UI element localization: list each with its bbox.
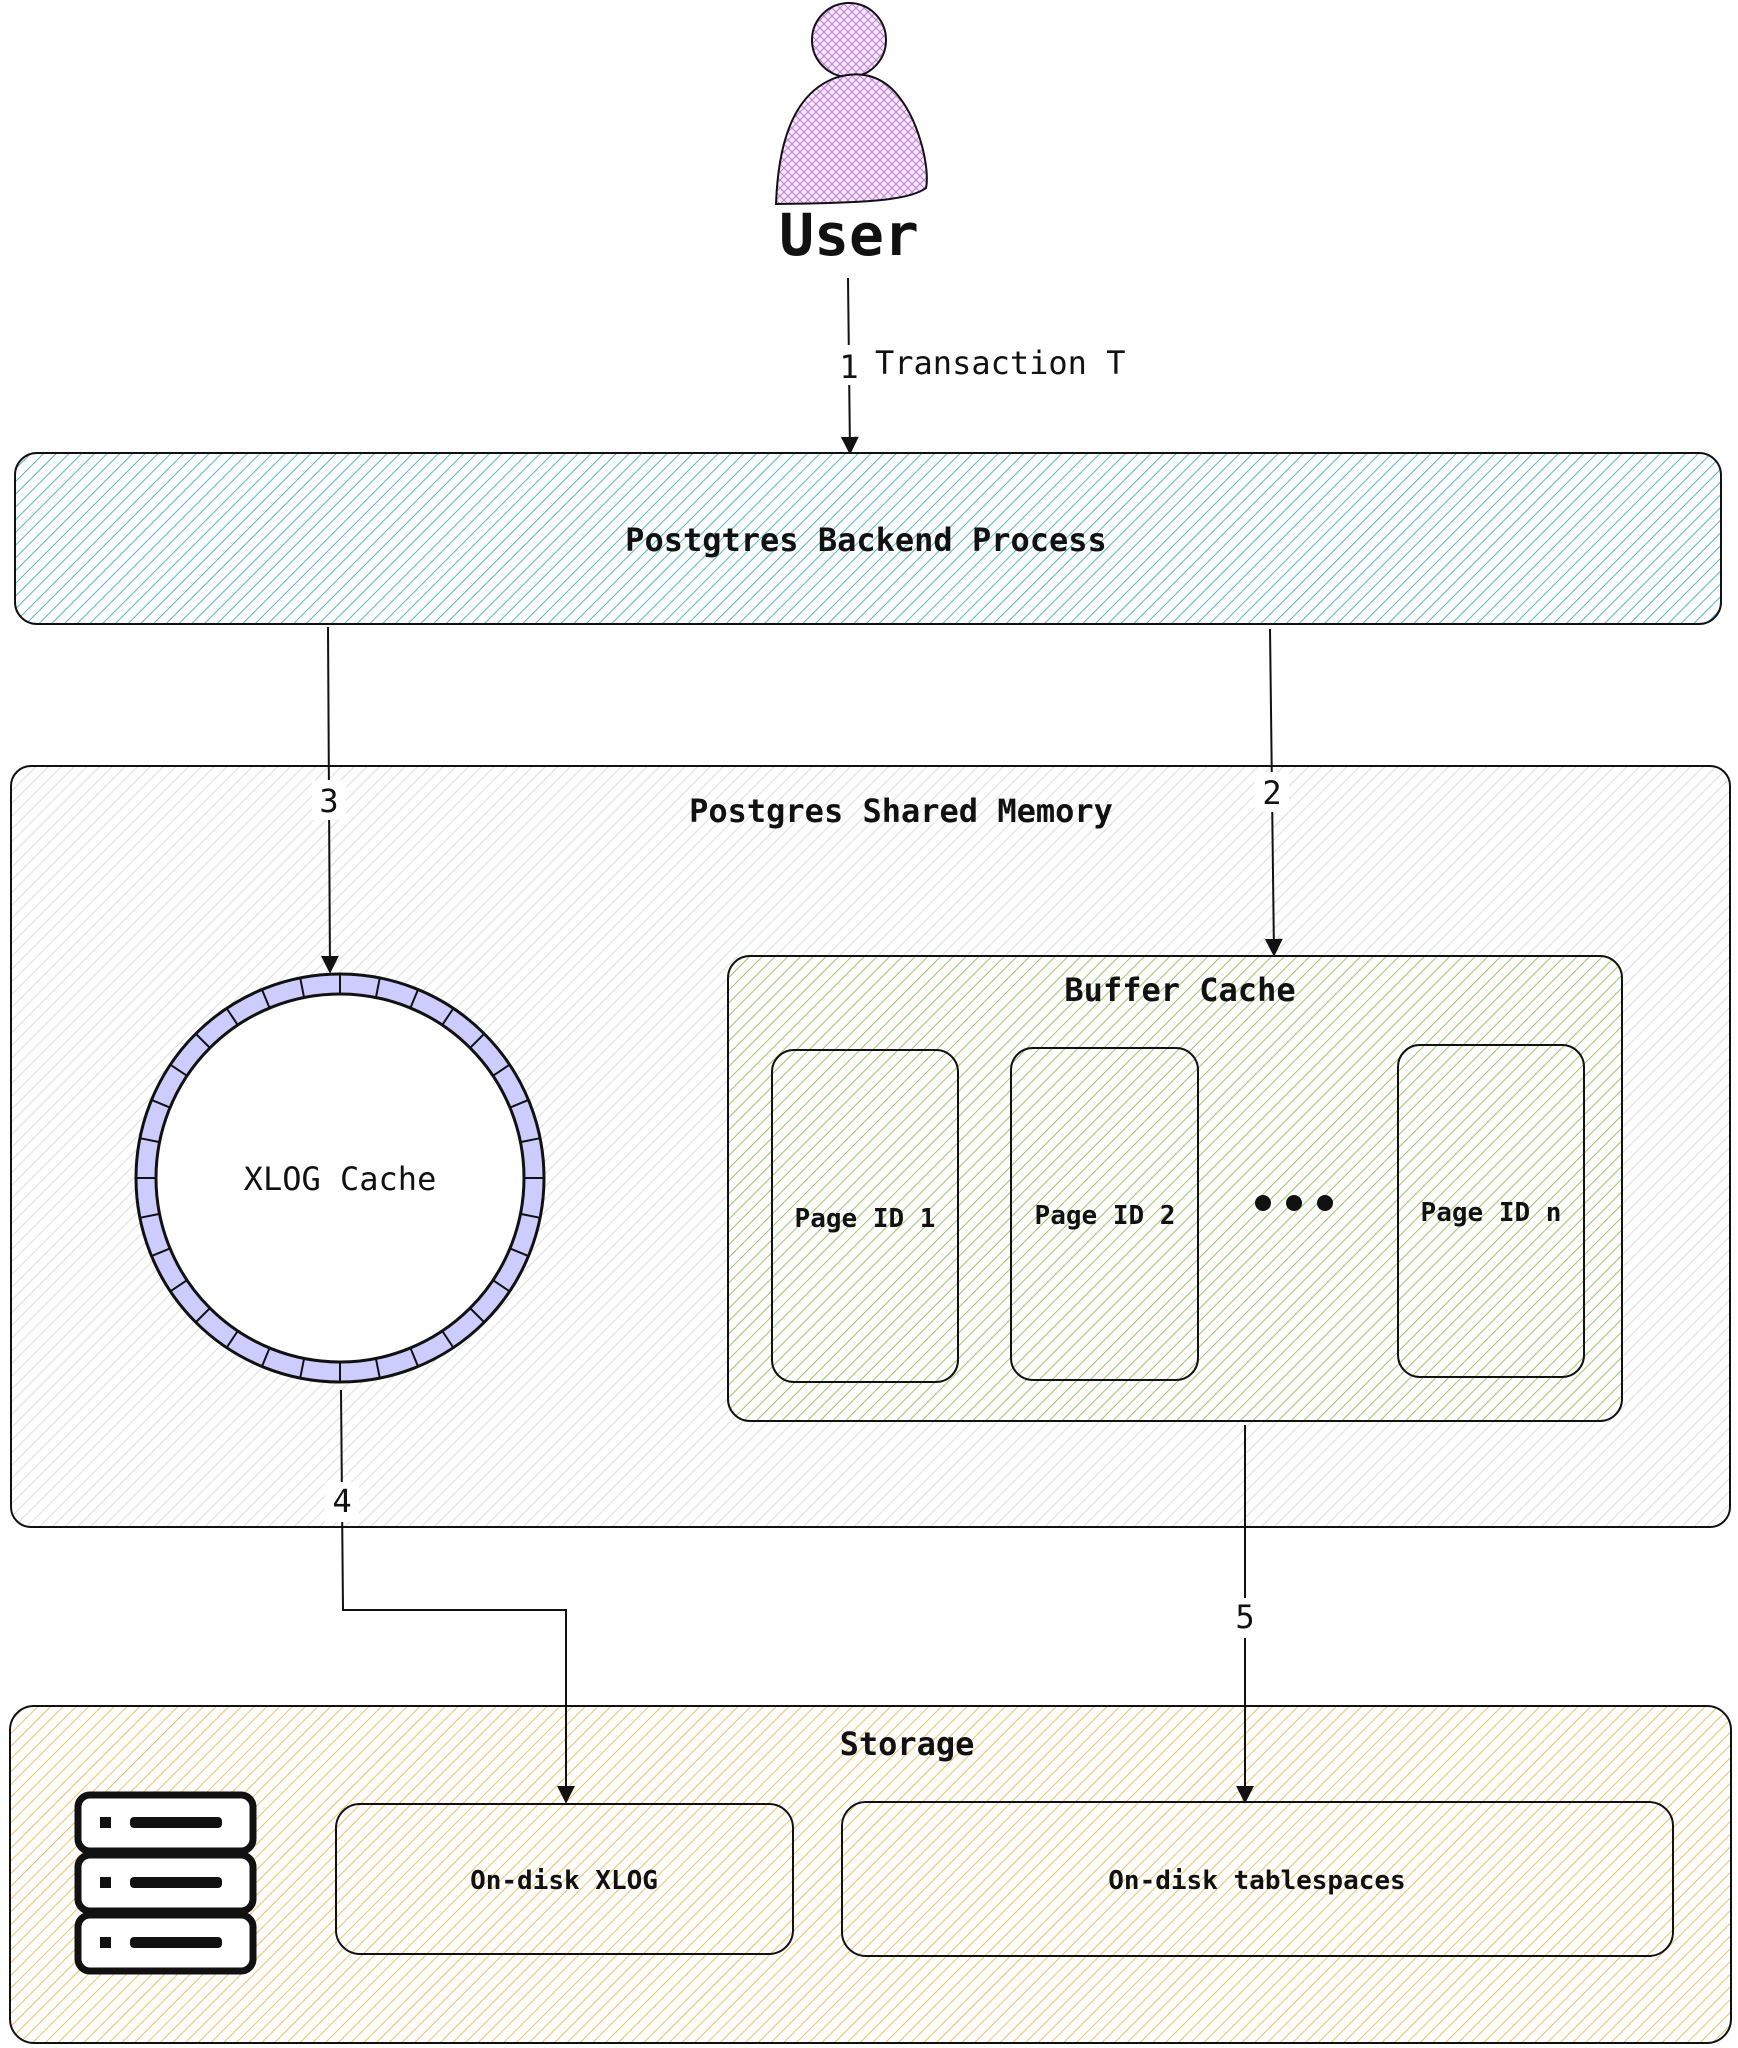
page-box-2: Page ID 2 bbox=[1010, 1047, 1199, 1381]
user-node: User bbox=[774, 2, 928, 269]
edge-1-label: Transaction T bbox=[875, 344, 1125, 382]
page-box-1-label: Page ID 1 bbox=[795, 1204, 936, 1234]
edge-4-step: 4 bbox=[332, 1482, 351, 1520]
xlog-cache-segment-divider bbox=[409, 989, 419, 1009]
on-disk-tablespaces-box: On-disk tablespaces bbox=[841, 1801, 1674, 1957]
on-disk-tablespaces-label: On-disk tablespaces bbox=[1108, 1866, 1405, 1896]
edge-5: 5 bbox=[1228, 1425, 1262, 1804]
ellipsis-icon bbox=[1255, 1195, 1333, 1211]
edge-4: 4 bbox=[325, 1389, 575, 1804]
edge-3: 3 bbox=[312, 626, 346, 974]
xlog-cache-segment-divider bbox=[225, 1330, 239, 1349]
edge-2: 2 bbox=[1255, 628, 1289, 957]
storage-box: Storage On-disk XLOG On-disk tablespaces bbox=[9, 1705, 1732, 2044]
xlog-cache-segment-divider bbox=[151, 1247, 171, 1257]
xlog-cache-segment-divider bbox=[469, 1033, 485, 1049]
xlog-cache-segment-divider bbox=[509, 1099, 529, 1109]
page-box-1: Page ID 1 bbox=[771, 1049, 959, 1383]
server-icon bbox=[74, 1791, 257, 1975]
xlog-cache-segment-divider bbox=[139, 1212, 160, 1219]
xlog-cache-segment-divider bbox=[299, 1358, 306, 1379]
buffer-cache-box: Buffer Cache Page ID 1 Page ID 2 Page ID… bbox=[727, 955, 1623, 1422]
user-label: User bbox=[779, 201, 919, 269]
edge-1-step: 1 bbox=[839, 348, 858, 386]
xlog-cache-segment-divider bbox=[469, 1307, 485, 1323]
page-box-2-label: Page ID 2 bbox=[1035, 1201, 1176, 1231]
xlog-cache-segment-divider bbox=[195, 1033, 211, 1049]
on-disk-xlog-label: On-disk XLOG bbox=[470, 1866, 658, 1896]
xlog-cache-segment-divider bbox=[261, 989, 271, 1009]
xlog-cache-segment-divider bbox=[492, 1063, 511, 1077]
backend-process-box: Postgtres Backend Process bbox=[14, 452, 1722, 625]
edge-1-transaction: 1 Transaction T bbox=[832, 277, 1125, 455]
xlog-cache-segment-divider bbox=[509, 1247, 529, 1257]
buffer-cache-label: Buffer Cache bbox=[1064, 971, 1295, 1009]
edge-3-step: 3 bbox=[319, 782, 338, 820]
page-box-n-label: Page ID n bbox=[1421, 1198, 1562, 1228]
xlog-cache-segment-divider bbox=[520, 1212, 541, 1219]
xlog-cache-segment-divider bbox=[261, 1347, 271, 1367]
page-box-n: Page ID n bbox=[1397, 1044, 1585, 1378]
xlog-cache-segment-divider bbox=[520, 1137, 541, 1144]
xlog-cache-segments bbox=[136, 974, 544, 1382]
xlog-cache-segment-divider bbox=[441, 1330, 455, 1349]
xlog-cache-segment-divider bbox=[151, 1099, 171, 1109]
xlog-cache-segment-divider bbox=[139, 1137, 160, 1144]
shared-memory-label: Postgres Shared Memory bbox=[689, 792, 1113, 830]
backend-process-label: Postgtres Backend Process bbox=[625, 521, 1107, 559]
xlog-cache-label: XLOG Cache bbox=[244, 1160, 437, 1198]
xlog-cache-segment-divider bbox=[492, 1279, 511, 1293]
edge-5-step: 5 bbox=[1235, 1598, 1254, 1636]
xlog-cache-segment-divider bbox=[225, 1007, 239, 1026]
on-disk-xlog-box: On-disk XLOG bbox=[335, 1803, 794, 1955]
xlog-cache-segment-divider bbox=[299, 977, 306, 998]
edge-2-step: 2 bbox=[1262, 774, 1281, 812]
xlog-cache-segment-divider bbox=[374, 977, 381, 998]
xlog-cache-segment-divider bbox=[441, 1007, 455, 1026]
storage-label: Storage bbox=[840, 1725, 975, 1763]
xlog-cache-segment-divider bbox=[374, 1358, 381, 1379]
user-icon-head bbox=[811, 2, 887, 78]
user-icon-body bbox=[774, 73, 928, 206]
xlog-cache-segment-divider bbox=[195, 1307, 211, 1323]
xlog-cache-segment-divider bbox=[409, 1347, 419, 1367]
xlog-cache-node: XLOG Cache bbox=[134, 972, 546, 1384]
xlog-cache-segment-divider bbox=[169, 1063, 188, 1077]
xlog-cache-segment-divider bbox=[169, 1279, 188, 1293]
